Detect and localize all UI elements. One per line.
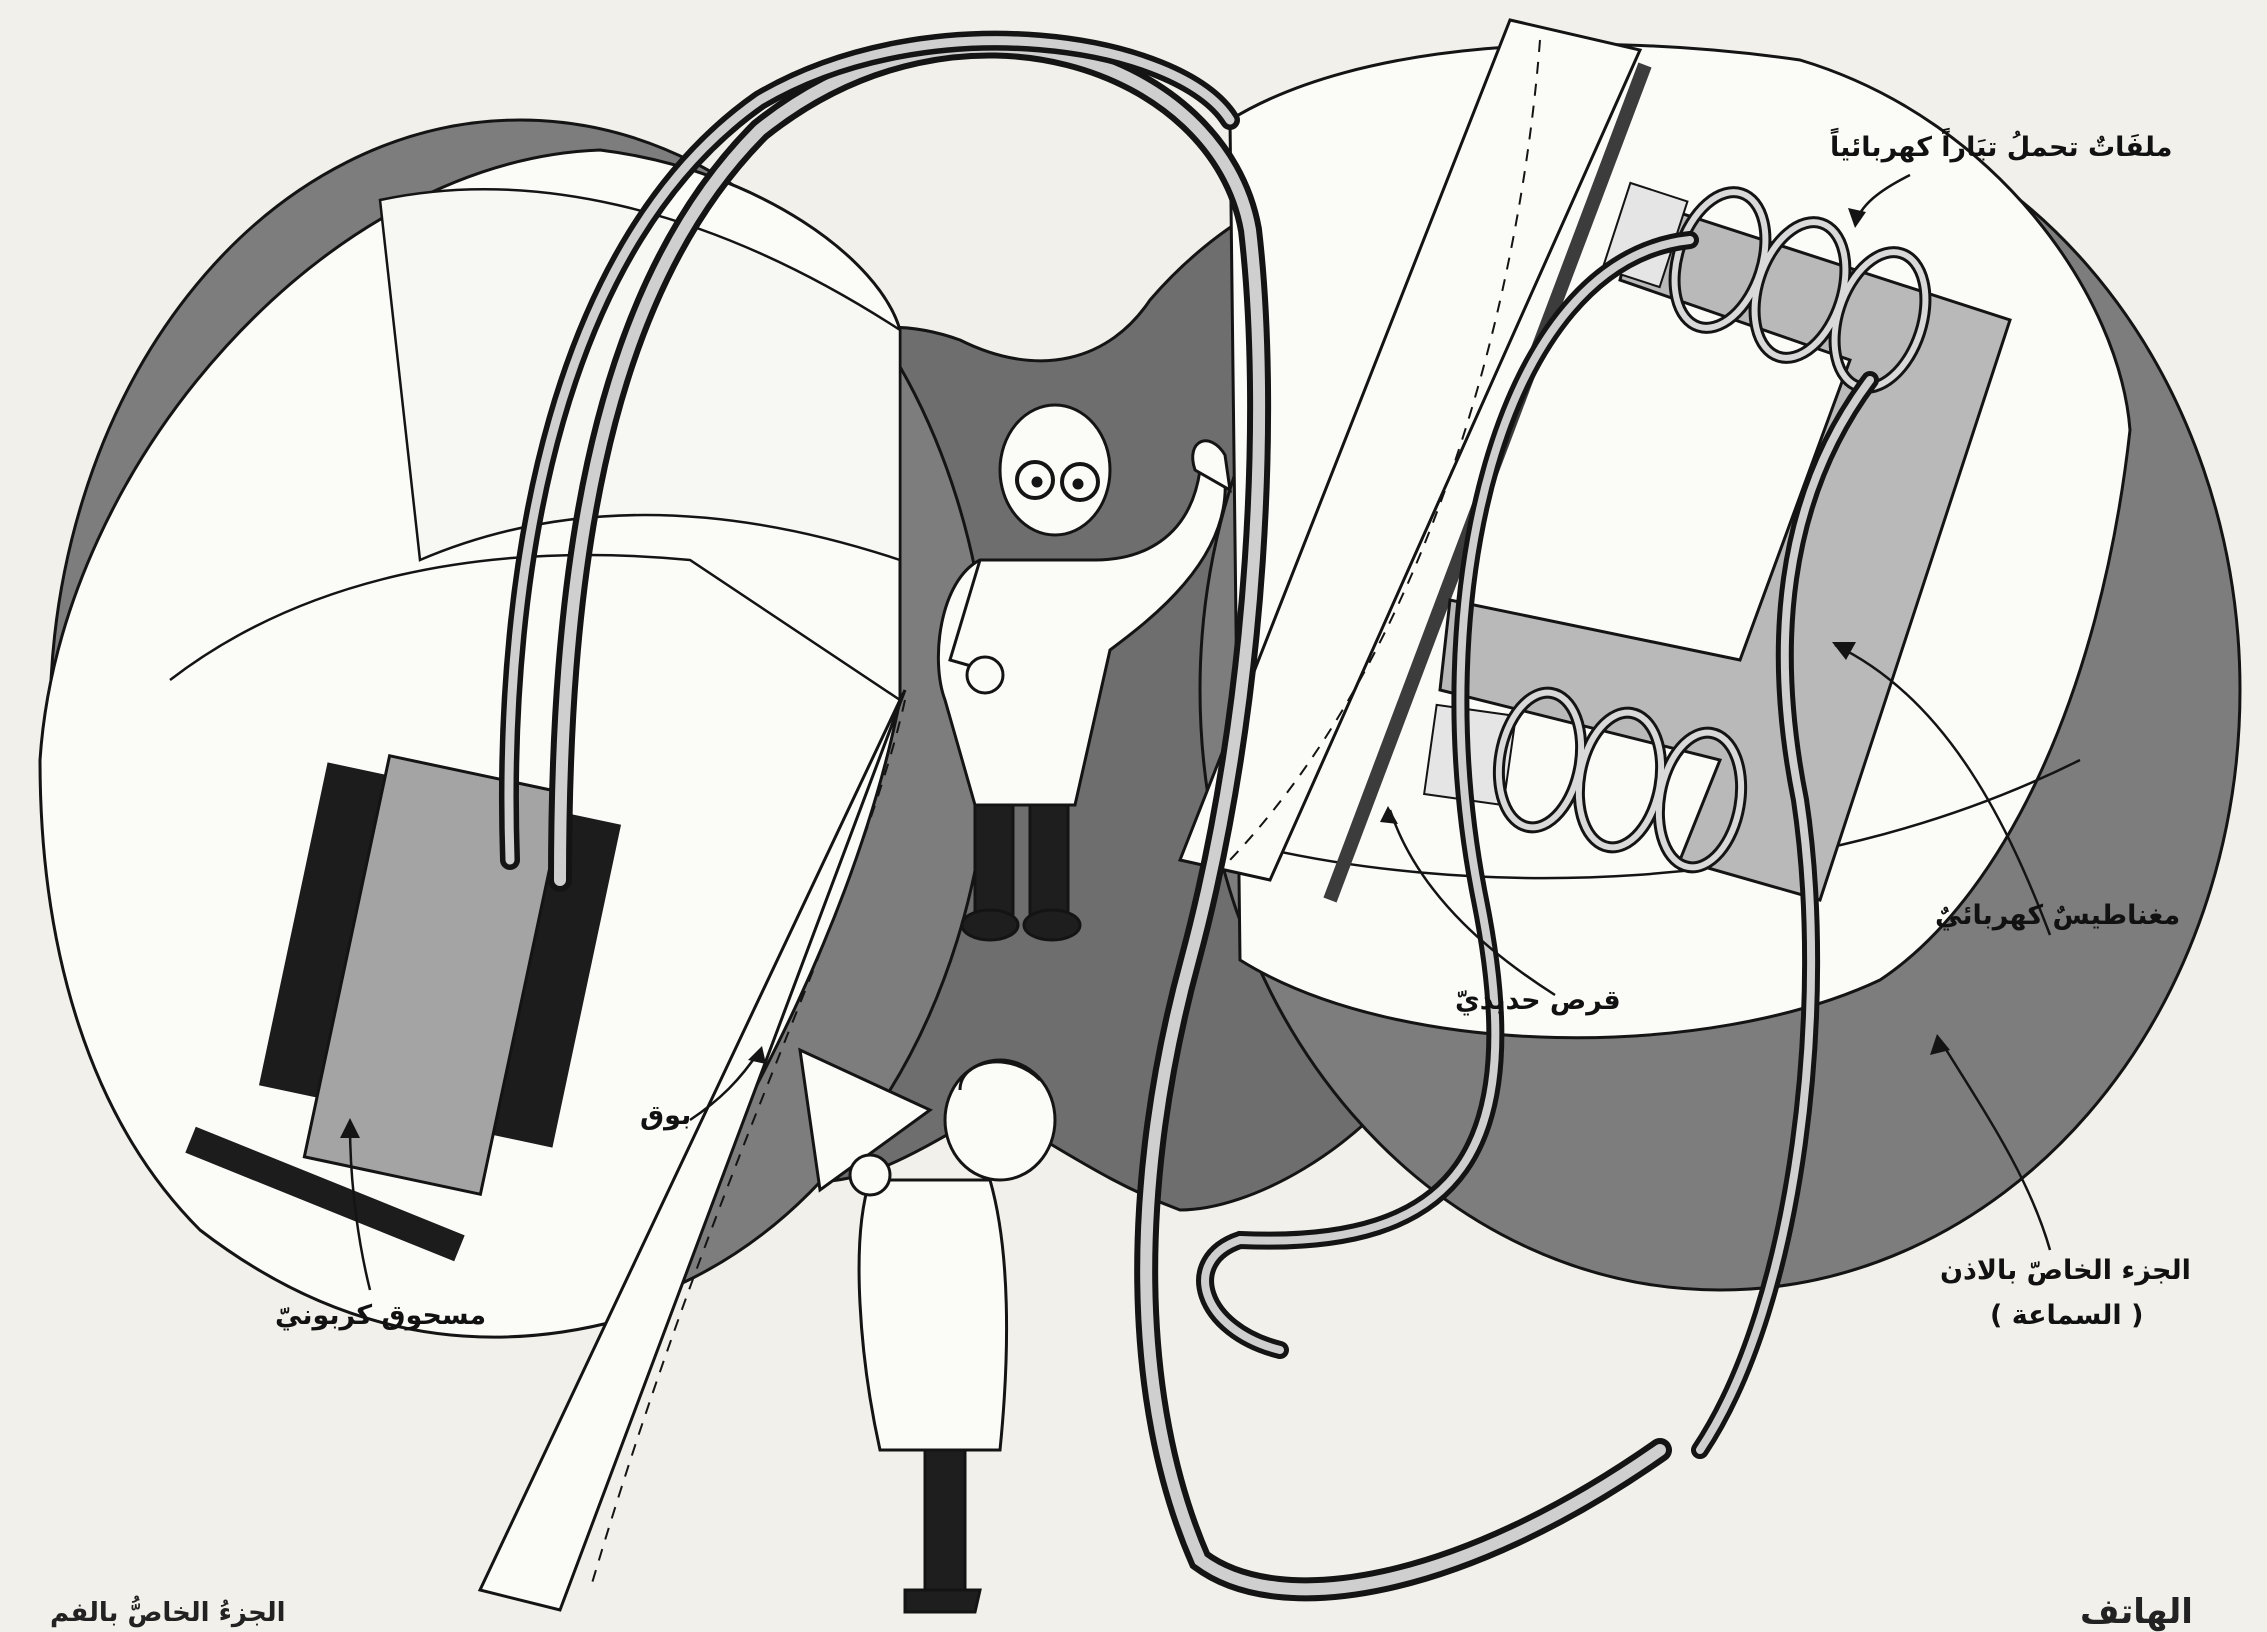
footer-caption-left: الجزءُ الخاصُّ بالفم: [50, 1598, 286, 1628]
label-coils: ملفَاتٌ تحملُ تيَاراً كهربائياً: [1830, 132, 2172, 164]
label-carbon-powder: مسحوق كربونيّ: [275, 1300, 486, 1332]
label-earpiece-sub: ( السماعة ): [1990, 1300, 2143, 1332]
label-earpiece: الجزء الخاصّ بالاذن: [1940, 1255, 2191, 1287]
label-horn: بوق: [640, 1100, 691, 1132]
label-electromagnet: مغناطيسٌ كهربائيٌ: [1935, 900, 2180, 932]
label-iron-disc: قرص حديديّ: [1455, 985, 1621, 1017]
footer-caption-right: الهاتف: [2080, 1592, 2193, 1632]
